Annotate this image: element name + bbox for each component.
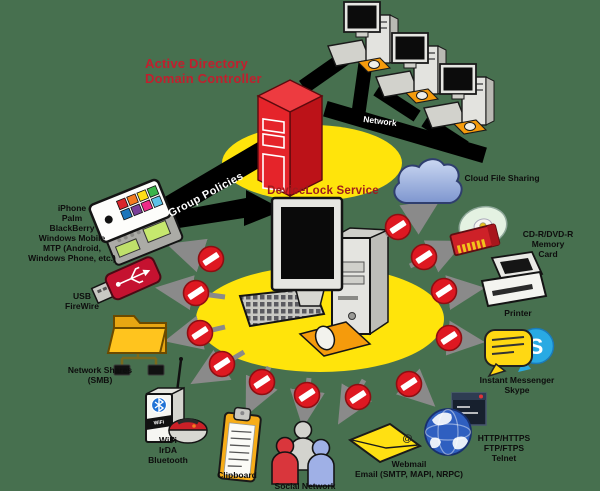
ad-controller-title: Active Directory Domain Controller bbox=[145, 56, 262, 86]
no-sign-icon bbox=[384, 213, 412, 241]
label-instant-messenger: Instant Messenger Skype bbox=[479, 375, 555, 395]
label-cloud-sharing: Cloud File Sharing bbox=[464, 173, 540, 183]
label-http-ftp-telnet: HTTP/HTTPS FTP/FTPS Telnet bbox=[477, 433, 531, 463]
label-network-shares: Network Shares (SMB) bbox=[67, 365, 133, 385]
mouse-icon bbox=[314, 325, 336, 351]
email-envelope-icon: @ bbox=[347, 422, 423, 464]
internet-globe-icon bbox=[424, 408, 472, 456]
no-sign-icon bbox=[186, 319, 214, 347]
social-network-icon bbox=[271, 420, 335, 487]
label-mobile-devices: iPhone Palm BlackBerry Windows Mobile MT… bbox=[28, 203, 116, 263]
network-shares-icon bbox=[106, 315, 168, 376]
no-sign-icon bbox=[410, 243, 438, 271]
workstation-icon bbox=[327, 1, 399, 73]
label-usb-firewire: USB FireWire bbox=[65, 291, 99, 311]
group-policies-arrow bbox=[146, 142, 284, 230]
label-social-network: Social Network bbox=[274, 481, 336, 491]
wifi-router-label: WiFi bbox=[153, 419, 165, 427]
no-sign-icon bbox=[248, 368, 276, 396]
label-webmail: Webmail Email (SMTP, MAPI, NRPC) bbox=[355, 459, 463, 479]
no-sign-icon bbox=[344, 383, 372, 411]
usb-drive-icon bbox=[90, 256, 162, 305]
no-sign-icon bbox=[293, 381, 321, 409]
memory-card-icon bbox=[449, 223, 501, 256]
label-wifi-irda: WiFi IrDA Bluetooth bbox=[148, 435, 188, 465]
mobile-devices-icon bbox=[88, 178, 184, 266]
clipboard-icon bbox=[217, 406, 262, 483]
devicelock-service-title: DeviceLock Service bbox=[267, 185, 379, 197]
label-clipboard: Clipboard bbox=[217, 470, 257, 480]
instant-messenger-icon: S bbox=[484, 327, 555, 378]
no-sign-icon bbox=[435, 324, 463, 352]
ad-server-icon bbox=[256, 79, 324, 198]
irda-device-icon bbox=[168, 418, 208, 444]
bluetooth-icon bbox=[154, 397, 165, 413]
label-printer: Printer bbox=[504, 308, 532, 318]
no-sign-icon bbox=[430, 277, 458, 305]
no-sign-icon bbox=[208, 350, 236, 378]
no-sign-icon bbox=[197, 245, 225, 273]
printer-icon bbox=[480, 251, 548, 308]
devicelock-computer-icon bbox=[238, 196, 389, 357]
no-sign-icon bbox=[395, 370, 423, 398]
at-symbol: @ bbox=[401, 432, 414, 445]
label-cd-dvd: CD-R/DVD-R Memory Card bbox=[522, 229, 574, 259]
no-sign-icon bbox=[182, 279, 210, 307]
cloud-icon bbox=[393, 158, 463, 204]
